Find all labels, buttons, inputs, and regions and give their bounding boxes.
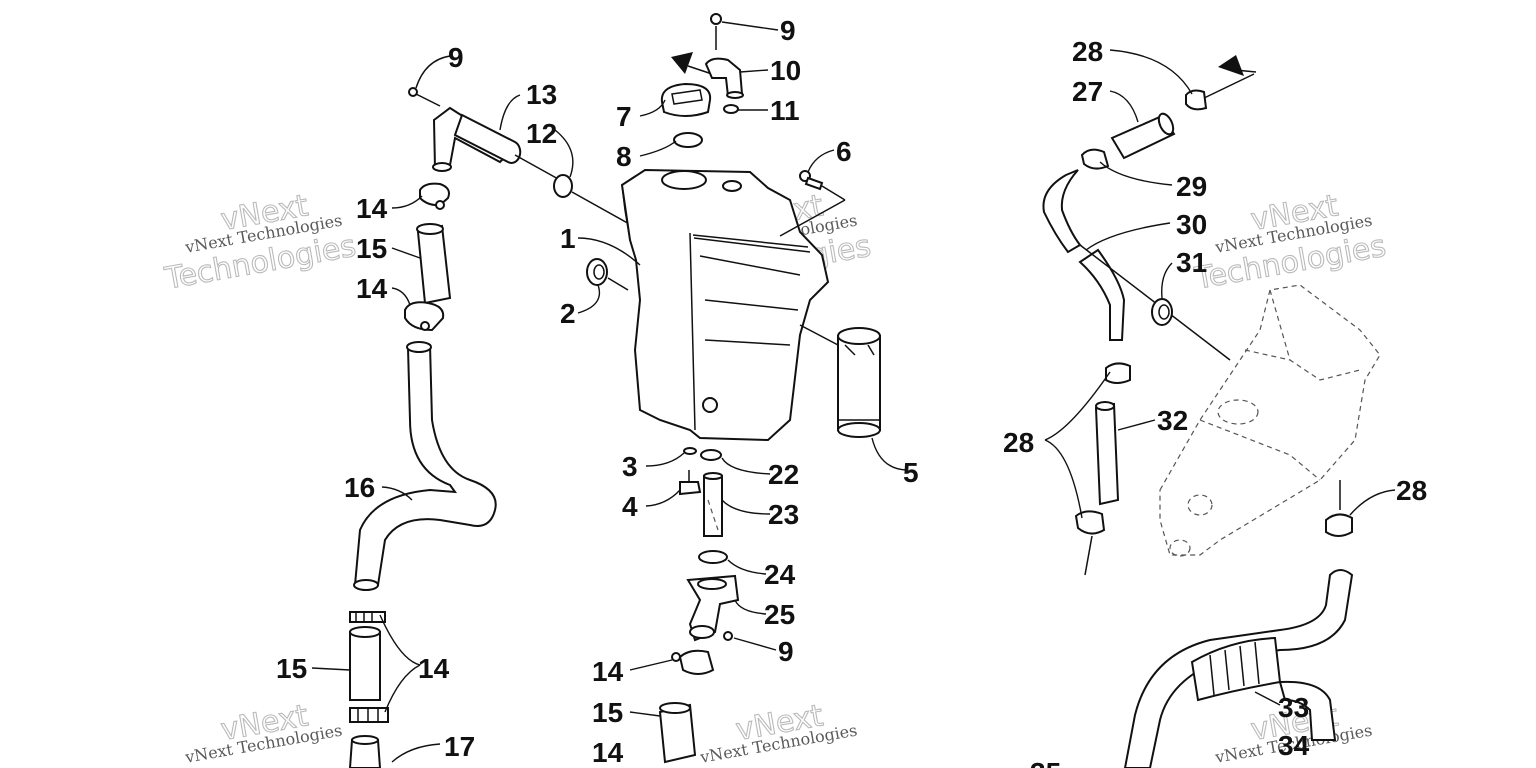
callout-28: 28 xyxy=(1003,427,1034,458)
elbow-fitting-part-13 xyxy=(432,106,561,181)
callout-32: 32 xyxy=(1157,405,1188,436)
hose-part-32 xyxy=(1094,401,1120,506)
bent-hose-part-16 xyxy=(353,341,497,591)
clamp-part-14 xyxy=(349,611,386,623)
callout-35: 35 xyxy=(1030,757,1061,768)
grommet-part-2 xyxy=(586,258,629,291)
callout-31: 31 xyxy=(1176,247,1207,278)
callout-16: 16 xyxy=(344,472,375,503)
callout-14: 14 xyxy=(592,737,624,768)
callout-labels: 9 13 12 14 15 14 16 15 14 17 1 2 7 8 9 1… xyxy=(276,15,1427,768)
right-hose-assembly xyxy=(1042,55,1381,768)
pickup-screen-part-23 xyxy=(703,472,723,537)
hose-part-15 xyxy=(658,702,697,764)
callout-25: 25 xyxy=(764,599,795,630)
callout-29: 29 xyxy=(1176,171,1207,202)
callout-15: 15 xyxy=(276,653,307,684)
elbow-fitting-part-10 xyxy=(704,57,744,99)
direction-arrow-icon xyxy=(1218,55,1244,76)
callout-11: 11 xyxy=(770,95,800,126)
callout-23: 23 xyxy=(768,499,799,530)
clamp-part-14 xyxy=(404,301,445,332)
left-hose-assembly xyxy=(348,87,641,768)
callout-5: 5 xyxy=(903,457,919,488)
callout-24: 24 xyxy=(764,559,796,590)
hose-part-27 xyxy=(1110,112,1176,160)
callout-6: 6 xyxy=(836,136,852,167)
filter-part-5 xyxy=(837,327,881,438)
screw-part-9 xyxy=(408,87,441,107)
bent-hose-part-30 xyxy=(1042,169,1126,341)
callout-1: 1 xyxy=(560,223,576,254)
hose-part-15 xyxy=(349,626,381,701)
callout-34: 34 xyxy=(1278,730,1310,761)
center-tank-assembly xyxy=(586,13,881,764)
clamp-part-14 xyxy=(419,182,450,210)
callout-13: 13 xyxy=(526,79,557,110)
o-ring-part-22 xyxy=(700,449,722,461)
callout-7: 7 xyxy=(616,101,632,132)
fitting-part-17 xyxy=(348,735,382,768)
o-ring-part-12 xyxy=(553,174,573,198)
reference-tank-outline xyxy=(1159,284,1381,557)
callout-3: 3 xyxy=(622,451,638,482)
drain-plug-part-4 xyxy=(679,470,702,496)
callout-33: 33 xyxy=(1278,692,1309,723)
callout-10: 10 xyxy=(770,55,801,86)
screw-part-6 xyxy=(779,170,846,237)
callout-17: 17 xyxy=(444,731,475,762)
callout-8: 8 xyxy=(616,141,632,172)
clamp-part-28 xyxy=(1105,362,1131,384)
callout-27: 27 xyxy=(1072,76,1103,107)
callout-9: 9 xyxy=(778,636,794,667)
direction-arrow-icon xyxy=(671,52,693,74)
callout-30: 30 xyxy=(1176,209,1207,240)
hose-part-15 xyxy=(416,223,452,305)
callout-15: 15 xyxy=(592,697,623,728)
screw-part-9 xyxy=(710,13,722,50)
outlet-fitting-part-25 xyxy=(686,574,740,642)
clamp-part-14 xyxy=(671,649,715,675)
o-ring-part-8 xyxy=(673,132,703,148)
screw-part-9 xyxy=(723,631,733,641)
leader-lines xyxy=(311,21,1396,763)
clamp-part-28 xyxy=(1325,513,1353,537)
callout-14: 14 xyxy=(356,193,388,224)
o-ring-part-24 xyxy=(698,550,728,564)
callout-14: 14 xyxy=(592,656,624,687)
callout-9: 9 xyxy=(780,15,796,46)
callout-28: 28 xyxy=(1396,475,1427,506)
filler-cap-part-7 xyxy=(660,82,712,117)
clamp-part-28 xyxy=(1185,89,1208,111)
callout-4: 4 xyxy=(622,491,638,522)
clamp-part-28 xyxy=(1074,510,1106,535)
oil-tank-part-1 xyxy=(620,168,830,442)
callout-2: 2 xyxy=(560,298,576,329)
washer-part-3 xyxy=(683,447,697,455)
callout-28: 28 xyxy=(1072,36,1103,67)
grommet-part-31 xyxy=(1151,298,1173,326)
clamp-part-14 xyxy=(349,707,389,723)
callout-15: 15 xyxy=(356,233,387,264)
callout-14: 14 xyxy=(418,653,450,684)
callout-9: 9 xyxy=(448,42,464,73)
callout-22: 22 xyxy=(768,459,799,490)
o-ring-part-11 xyxy=(723,104,739,114)
callout-12: 12 xyxy=(526,118,557,149)
callout-14: 14 xyxy=(356,273,388,304)
long-hose-part-33 xyxy=(1123,569,1354,768)
